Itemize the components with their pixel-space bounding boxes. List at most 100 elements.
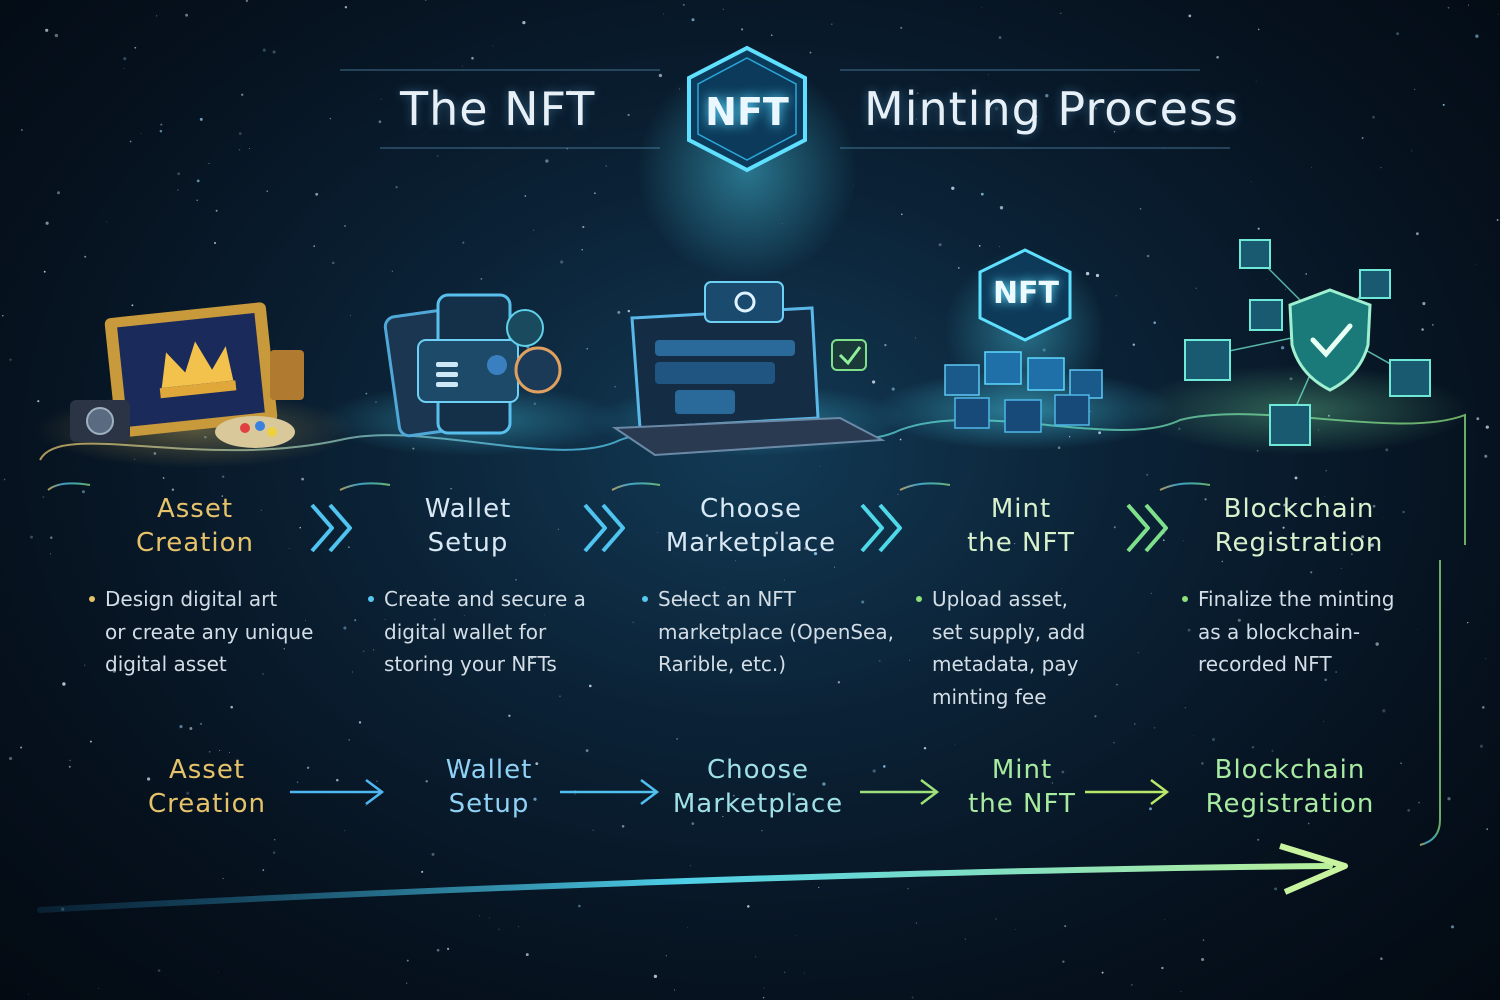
star	[1060, 13, 1061, 14]
page-title-right: Minting Process	[864, 82, 1239, 136]
star	[1131, 984, 1133, 986]
star	[1196, 288, 1197, 289]
star	[363, 650, 365, 652]
star	[1258, 228, 1260, 230]
star	[1407, 809, 1410, 812]
star	[526, 953, 529, 956]
bullet-dot-icon	[368, 596, 374, 602]
star	[1133, 344, 1135, 346]
bullet-dot-icon	[916, 596, 922, 602]
star	[406, 983, 407, 984]
star	[1416, 232, 1419, 235]
star	[344, 830, 345, 831]
star	[1266, 279, 1267, 280]
star	[838, 681, 840, 683]
star	[761, 830, 762, 831]
star	[628, 310, 630, 312]
star	[267, 191, 268, 192]
star	[810, 52, 812, 54]
star	[209, 163, 210, 164]
star	[1372, 116, 1375, 119]
star	[141, 133, 142, 134]
star	[330, 118, 331, 119]
star	[586, 749, 589, 752]
star	[1257, 839, 1259, 841]
star	[123, 57, 126, 60]
star	[37, 400, 39, 402]
step-description-mint-the-nft: Upload asset, set supply, add metadata, …	[932, 583, 1182, 713]
star	[873, 769, 876, 772]
laptop-marketplace-icon	[615, 282, 882, 455]
star	[249, 148, 250, 149]
star	[301, 478, 304, 481]
star	[1485, 658, 1486, 659]
star	[381, 99, 382, 100]
star	[359, 721, 361, 723]
star	[395, 186, 397, 188]
star	[185, 14, 188, 17]
star	[1418, 802, 1420, 804]
star	[804, 973, 805, 974]
star	[350, 315, 351, 316]
star	[1326, 470, 1327, 471]
star	[379, 120, 382, 123]
star	[1193, 735, 1194, 736]
star	[373, 649, 374, 650]
star	[1310, 571, 1312, 573]
star	[432, 853, 435, 856]
framed-crown-art-icon	[70, 302, 304, 448]
star	[1153, 321, 1156, 324]
star	[1149, 807, 1152, 810]
star	[1274, 887, 1277, 890]
star	[1443, 104, 1445, 106]
star	[908, 888, 909, 889]
star	[771, 34, 773, 36]
star	[1341, 568, 1342, 569]
star	[764, 988, 765, 989]
star	[1146, 474, 1148, 476]
star	[315, 193, 318, 196]
star	[392, 271, 393, 272]
star	[578, 905, 581, 908]
star	[1468, 5, 1469, 6]
star	[1380, 167, 1381, 168]
star	[683, 4, 685, 6]
star	[939, 243, 942, 246]
star	[747, 905, 750, 908]
star	[1475, 264, 1476, 265]
star	[1222, 561, 1223, 562]
star	[498, 929, 500, 931]
star	[1480, 745, 1483, 748]
star	[42, 496, 44, 498]
star	[892, 388, 895, 391]
star	[84, 256, 86, 258]
star	[755, 956, 756, 957]
star	[177, 172, 180, 175]
star	[1147, 255, 1150, 258]
star	[1094, 715, 1096, 717]
star	[69, 766, 71, 768]
star	[218, 972, 219, 973]
mint-nft-badge: NFT	[986, 268, 1066, 320]
star	[273, 851, 276, 854]
star	[958, 267, 960, 269]
star	[909, 660, 910, 661]
bullet-dot-icon	[642, 596, 648, 602]
bullet-dot-icon	[1182, 596, 1188, 602]
star	[50, 553, 51, 554]
star	[965, 939, 966, 940]
star	[1134, 723, 1136, 725]
star	[130, 141, 132, 143]
star	[586, 348, 588, 350]
star	[189, 727, 192, 730]
star	[784, 580, 785, 581]
star	[246, 0, 248, 2]
star	[313, 245, 315, 247]
star	[912, 996, 914, 998]
star	[179, 725, 182, 728]
star	[1154, 727, 1155, 728]
star	[421, 871, 423, 873]
star	[735, 560, 736, 561]
